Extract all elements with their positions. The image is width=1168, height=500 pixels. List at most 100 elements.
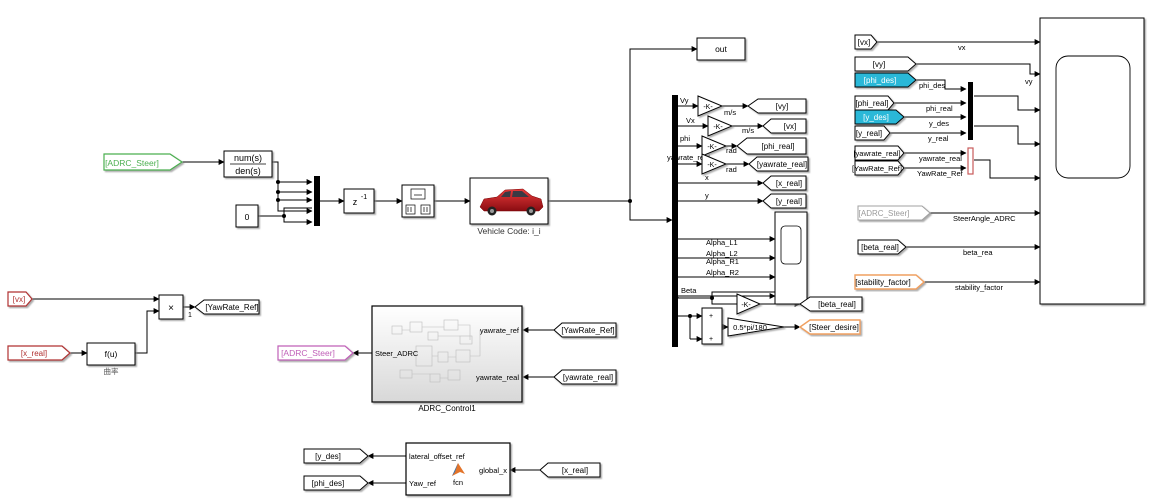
goto-adrc-steer-bottom[interactable]: [ADRC_Steer] bbox=[277, 345, 354, 361]
right-signal-labels: vx vy phi_des phi_real y_des y_real yawr… bbox=[917, 43, 1033, 292]
left-from-x-real[interactable]: [x_real] bbox=[7, 345, 71, 361]
mux-bar[interactable] bbox=[314, 176, 320, 226]
goto-phi-real-label: [phi_real] bbox=[762, 142, 795, 151]
label-vx: vx bbox=[958, 43, 966, 52]
port-global-x: global_x bbox=[479, 466, 507, 475]
adrc-from-yawrate-ref[interactable]: [YawRate_Ref] bbox=[553, 322, 617, 338]
from-yawrate-real-label: [yawrate_real] bbox=[853, 149, 900, 158]
adrc-from-yawrate-real[interactable]: [yawrate_real] bbox=[553, 369, 617, 385]
signal-alpha-l2: Alpha_L2 bbox=[706, 249, 738, 258]
gain-vy-label: -K- bbox=[703, 104, 713, 111]
from-phi-des[interactable]: [phi_des] bbox=[854, 72, 917, 88]
goto-yawrate-ref-left[interactable]: [YawRate_Ref] bbox=[194, 299, 260, 315]
adrc-internal-preview bbox=[391, 319, 481, 383]
gain-beta[interactable]: -K- bbox=[736, 293, 762, 315]
product-block[interactable]: × bbox=[158, 294, 184, 320]
goto-steer-desire[interactable]: [Steer_desire] bbox=[798, 319, 861, 335]
from-adrc-steer-top-label: [ADRC_Steer] bbox=[105, 158, 159, 168]
label-y-des: y_des bbox=[929, 119, 949, 128]
from-y-des[interactable]: [y_des] bbox=[854, 109, 905, 125]
demux-goto-tags[interactable]: [vy] [vx] [phi_real] [yawrate_real] [x_r… bbox=[736, 98, 863, 335]
lateral-fcn-block[interactable]: lateral_offset_ref Yaw_ref global_x fcn bbox=[405, 442, 511, 496]
port-yawrate-real: yawrate_real bbox=[476, 373, 519, 382]
from-adrc-steer-right[interactable]: [ADRC_Steer] bbox=[857, 205, 931, 221]
right-from-tags[interactable]: [vx] [vy] [phi_des] [phi_real] [y_des] [… bbox=[852, 34, 931, 290]
gain-yawrate[interactable]: -K- bbox=[701, 153, 728, 175]
from-beta-real[interactable]: [beta_real] bbox=[857, 239, 907, 255]
curvature-label: 曲率 bbox=[104, 366, 119, 376]
goto-y-des[interactable]: [y_des] bbox=[303, 448, 369, 464]
signal-alpha-r1: Alpha_R1 bbox=[706, 257, 739, 266]
gain-vy[interactable]: -K- bbox=[697, 95, 724, 117]
goto-vy[interactable]: [vy] bbox=[747, 98, 807, 114]
from-vx-label: [vx] bbox=[858, 38, 870, 47]
goto-phi-real[interactable]: [phi_real] bbox=[736, 137, 807, 155]
label-y-real: y_real bbox=[928, 134, 949, 143]
fcn-block[interactable]: f(u) 曲率 bbox=[86, 342, 136, 376]
from-phi-real-label: [phi_real] bbox=[856, 99, 889, 108]
scope-main[interactable] bbox=[1039, 17, 1145, 305]
gain-vx[interactable]: -K- bbox=[707, 115, 734, 137]
from-vx[interactable]: [vx] bbox=[854, 34, 878, 50]
right-wires bbox=[877, 39, 1041, 285]
from-adrc-steer-right-label: [ADRC_Steer] bbox=[859, 209, 910, 218]
goto-yawrate-real[interactable]: [yawrate_real] bbox=[748, 156, 809, 172]
adrc-from-yawrate-real-label: [yawrate_real] bbox=[563, 373, 613, 382]
goto-yawrate-real-label: [yawrate_real] bbox=[757, 160, 807, 169]
signal-vy: Vy bbox=[680, 96, 689, 105]
from-vy[interactable]: [vy] bbox=[854, 56, 917, 72]
signal-vx: Vx bbox=[686, 116, 695, 125]
gain-steer[interactable]: 0.5*pi/180 bbox=[727, 317, 785, 337]
goto-y-des-label: [y_des] bbox=[315, 452, 341, 461]
goto-vx[interactable]: [vx] bbox=[762, 118, 807, 134]
sum-plus-1: + bbox=[709, 313, 713, 320]
adrc-from-yawrate-ref-label: [YawRate_Ref] bbox=[561, 326, 614, 335]
mux-yawrate[interactable] bbox=[967, 147, 974, 175]
delay-z: z bbox=[353, 197, 358, 207]
unit-delay-block[interactable]: z -1 bbox=[343, 188, 375, 214]
label-steer-angle: SteerAngle_ADRC bbox=[953, 214, 1016, 223]
rate-transition-block[interactable] bbox=[401, 184, 435, 218]
top-chain bbox=[182, 46, 698, 225]
gain-phi[interactable]: -K- bbox=[701, 135, 728, 157]
from-y-real[interactable]: [y_real] bbox=[854, 125, 891, 141]
label-stability: stability_factor bbox=[955, 283, 1003, 292]
signal-alpha-r2: Alpha_R2 bbox=[706, 268, 739, 277]
from-stability-factor[interactable]: [stability_factor] bbox=[854, 274, 926, 290]
from-yawrate-ref[interactable]: [YawRate_Ref] bbox=[852, 160, 905, 176]
from-phi-real[interactable]: [phi_real] bbox=[854, 95, 895, 111]
mux-phi[interactable] bbox=[968, 82, 973, 110]
left-from-vx[interactable]: [vx] bbox=[7, 291, 33, 307]
out-block[interactable]: out bbox=[696, 37, 746, 61]
delay-exp: -1 bbox=[361, 194, 367, 201]
signal-beta: Beta bbox=[681, 286, 697, 295]
lateral-from-x-real[interactable]: [x_real] bbox=[539, 462, 601, 478]
goto-phi-des[interactable]: [phi_des] bbox=[303, 475, 369, 491]
unit-rad-2: rad bbox=[726, 165, 737, 174]
label-vy: vy bbox=[1025, 77, 1033, 86]
goto-beta-real[interactable]: [beta_real] bbox=[799, 296, 863, 312]
port-yawrate-ref: yawrate_ref bbox=[480, 326, 520, 335]
from-adrc-steer-top[interactable]: [ADRC_Steer] bbox=[103, 153, 184, 171]
signal-alpha-l1: Alpha_L1 bbox=[706, 238, 738, 247]
constant-zero-block[interactable]: 0 bbox=[235, 204, 259, 228]
goto-x-real[interactable]: [x_real] bbox=[762, 175, 807, 191]
gain-blocks[interactable]: -K- -K- -K- -K- -K- 0.5*pi/180 bbox=[697, 95, 785, 337]
transfer-function-block[interactable]: num(s) den(s) bbox=[223, 150, 273, 178]
scope-demux[interactable] bbox=[774, 211, 808, 305]
tf-numerator: num(s) bbox=[234, 153, 262, 163]
sum-block[interactable]: + + bbox=[701, 307, 723, 345]
gain-beta-label: -K- bbox=[741, 302, 751, 309]
goto-x-real-label: [x_real] bbox=[776, 179, 802, 188]
from-y-real-label: [y_real] bbox=[856, 129, 882, 138]
vehicle-block[interactable]: Vehicle Code: i_i bbox=[469, 177, 549, 236]
mux-y[interactable] bbox=[968, 110, 973, 140]
demux-bar[interactable] bbox=[672, 95, 678, 347]
goto-y-real[interactable]: [y_real] bbox=[762, 193, 807, 209]
from-yawrate-real[interactable]: [yawrate_real] bbox=[853, 145, 905, 161]
adrc-subsystem[interactable]: Steer_ADRC yawrate_ref yawrate_real ADRC… bbox=[371, 305, 523, 413]
out-label: out bbox=[715, 44, 727, 54]
left-wires bbox=[30, 296, 196, 356]
demux-wires bbox=[677, 103, 801, 342]
